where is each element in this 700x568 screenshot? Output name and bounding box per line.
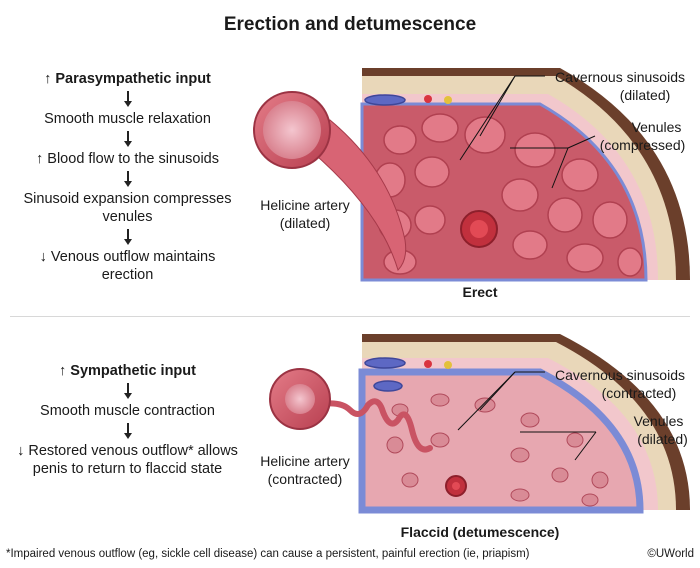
flow-step-sinusoid-expansion: Sinusoid expansion compresses venules [23,191,232,225]
down-arrow-icon [0,420,255,442]
down-arrow-icon [0,88,255,110]
copyright: ©UWorld [647,548,694,560]
flow-step-blood-flow: ↑ Blood flow to the sinusoids [36,151,219,167]
footnote: *Impaired venous outflow (eg, sickle cel… [6,548,530,560]
flow-step-parasympathetic: ↑ Parasympathetic input [44,71,211,87]
flow-step-contraction: Smooth muscle contraction [40,403,215,419]
detumescence-flowchart: ↑ Sympathetic input Smooth muscle contra… [0,362,255,478]
down-arrow-icon [0,168,255,190]
flaccid-sinusoids-label: Cavernous sinusoids(contracted) [555,367,685,401]
flow-step-venous-outflow: ↓ Venous outflow maintains erection [39,249,216,283]
erect-helicine-label: Helicine artery(dilated) [260,197,350,231]
down-arrow-icon [0,380,255,402]
flaccid-helicine-label: Helicine artery(contracted) [260,453,350,487]
erect-venules-label: Venules(compressed) [599,119,686,153]
leader-lines [457,75,597,461]
down-arrow-icon [0,128,255,150]
erect-caption: Erect [462,284,498,300]
flow-step-sympathetic: ↑ Sympathetic input [59,363,196,379]
flaccid-cross-section [358,334,690,514]
down-arrow-icon [0,226,255,248]
flow-step-restored-outflow: ↓ Restored venous outflow* allows penis … [17,443,238,477]
section-divider [10,316,690,317]
erection-flowchart: ↑ Parasympathetic input Smooth muscle re… [0,70,255,284]
figure-title: Erection and detumescence [223,14,477,35]
erect-cross-section [360,68,690,282]
flow-step-relaxation: Smooth muscle relaxation [44,111,211,127]
flaccid-venules-label: Venules(dilated) [633,413,688,447]
flaccid-caption: Flaccid (detumescence) [400,524,560,540]
erect-sinusoids-label: Cavernous sinusoids(dilated) [555,69,685,103]
erect-helicine-artery [253,91,407,271]
flaccid-helicine-artery [269,368,433,453]
